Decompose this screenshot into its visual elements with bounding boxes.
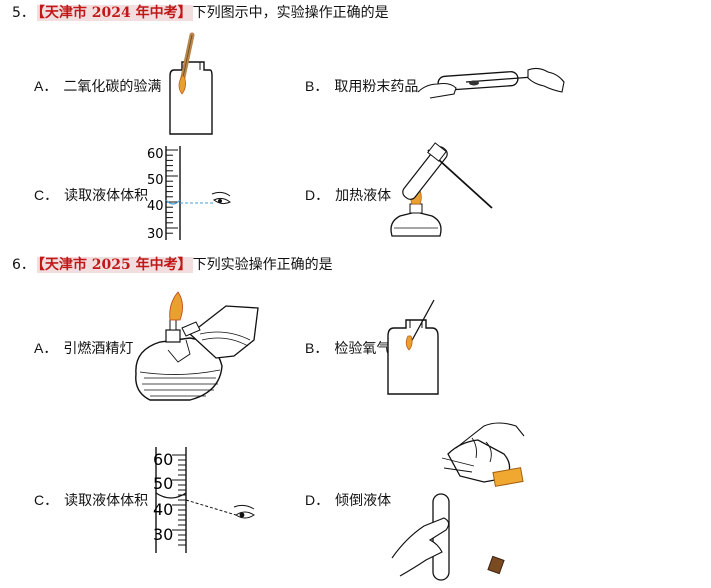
option-text: 检验氧气 <box>334 341 391 357</box>
option-text: 加热液体 <box>335 188 392 204</box>
powder-test-tube-figure <box>417 67 565 99</box>
option-text: 读取液体体积 <box>64 493 149 509</box>
option-5d[interactable]: D． 加热液体 <box>305 186 391 205</box>
question-prompt: 下列实验操作正确的是 <box>192 257 333 273</box>
question-prompt: 下列图示中，实验操作正确的是 <box>192 5 389 21</box>
tick-label: 50 <box>147 173 164 188</box>
light-lamp-with-lamp-figure <box>135 291 259 401</box>
option-6b[interactable]: B． 检验氧气 <box>305 339 390 358</box>
option-letter: C． <box>34 187 59 203</box>
option-letter: A． <box>34 340 58 356</box>
source-tag: 【天津市 2024 年中考】 <box>36 5 193 21</box>
oxygen-test-figure <box>387 299 439 395</box>
flame-icon <box>169 291 183 321</box>
sight-line <box>185 499 237 516</box>
tick-label: 60 <box>153 450 173 469</box>
question-5-header: 5．【天津市 2024 年中考】下列图示中，实验操作正确的是 <box>12 4 389 22</box>
hand-icon <box>391 517 450 577</box>
option-text: 读取液体体积 <box>64 188 149 204</box>
option-letter: D． <box>305 187 330 203</box>
option-letter: B． <box>305 340 329 356</box>
option-6a[interactable]: A． 引燃酒精灯 <box>34 339 133 358</box>
tick-label: 40 <box>147 199 164 214</box>
question-number: 5． <box>12 5 35 21</box>
question-number: 6． <box>12 257 35 273</box>
cylinder-reading-figure-5: 60 50 40 30 <box>147 146 231 242</box>
question-6-header: 6．【天津市 2025 年中考】下列实验操作正确的是 <box>12 256 333 274</box>
option-5a[interactable]: A． 二氧化碳的验满 <box>34 77 161 96</box>
option-text: 引燃酒精灯 <box>63 341 134 357</box>
pouring-liquid-figure <box>391 422 525 581</box>
option-text: 取用粉末药品 <box>334 79 419 95</box>
tick-label: 30 <box>147 227 164 242</box>
flame-icon <box>405 335 413 351</box>
option-letter: C． <box>34 492 59 508</box>
option-6c[interactable]: C． 读取液体体积 <box>34 491 148 510</box>
co2-full-test-figure <box>169 32 213 135</box>
hand-icon <box>455 422 525 449</box>
option-5c[interactable]: C． 读取液体体积 <box>34 186 148 205</box>
heating-liquid-figure <box>390 142 493 237</box>
option-text: 二氧化碳的验满 <box>63 79 162 95</box>
cylinder-reading-figure-6: 60 50 40 30 <box>153 447 255 553</box>
flame-icon <box>178 75 186 95</box>
tick-label: 30 <box>153 525 173 544</box>
option-letter: A． <box>34 78 58 94</box>
option-letter: D． <box>305 492 330 508</box>
tick-label: 40 <box>153 500 173 519</box>
option-5b[interactable]: B． 取用粉末药品 <box>305 77 418 96</box>
option-letter: B． <box>305 78 329 94</box>
bottle-stopper <box>487 555 505 575</box>
source-tag: 【天津市 2025 年中考】 <box>36 257 193 273</box>
hand-icon <box>527 67 565 93</box>
option-6d[interactable]: D． 倾倒液体 <box>305 491 391 510</box>
option-text: 倾倒液体 <box>335 493 392 509</box>
tick-label: 50 <box>153 474 173 493</box>
tick-label: 60 <box>147 147 164 162</box>
eye-icon <box>211 191 231 205</box>
eye-icon <box>233 504 255 519</box>
hand-icon <box>417 82 457 99</box>
